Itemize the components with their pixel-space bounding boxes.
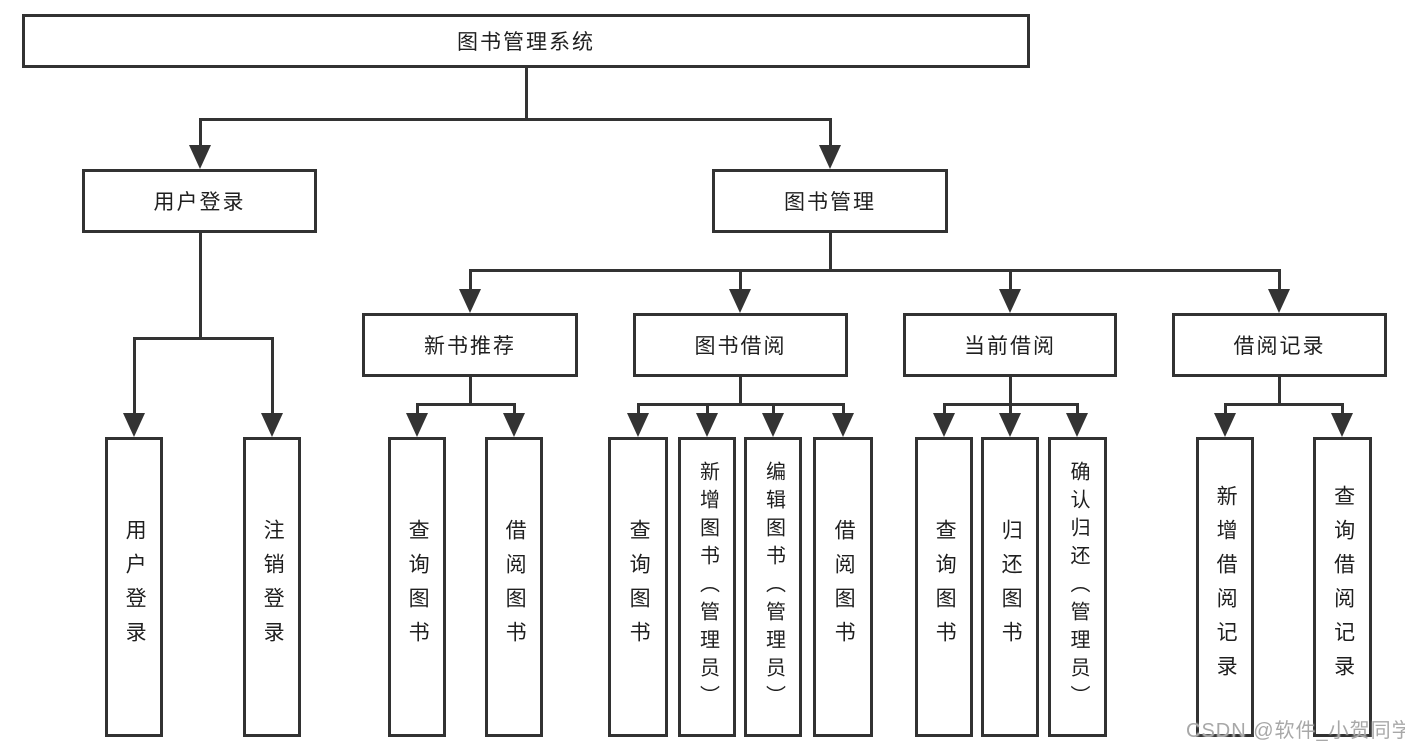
connector-line xyxy=(469,269,1281,272)
connector-line xyxy=(637,404,640,418)
arrowhead-down-icon xyxy=(123,413,145,437)
connector-line xyxy=(772,404,775,418)
arrowhead-down-icon xyxy=(503,413,525,437)
leaf-add-books-admin: 新增图书（管理员） xyxy=(678,437,736,737)
arrowhead-down-icon xyxy=(933,413,955,437)
leaf-label: 确认归还（管理员） xyxy=(1067,461,1089,713)
leaf-edit-books-admin: 编辑图书（管理员） xyxy=(744,437,802,737)
arrowhead-down-icon xyxy=(406,413,428,437)
connector-line xyxy=(1076,404,1079,418)
leaf-query-books-current: 查询图书 xyxy=(915,437,973,737)
connector-line xyxy=(739,377,742,406)
leaf-return-books: 归还图书 xyxy=(981,437,1039,737)
connector-line xyxy=(829,119,832,150)
leaf-query-books-borrowing: 查询图书 xyxy=(608,437,668,737)
leaf-query-borrow-record: 查询借阅记录 xyxy=(1313,437,1372,737)
node-label: 图书借阅 xyxy=(694,335,787,358)
connector-line xyxy=(199,119,202,150)
leaf-borrow-books-recommend: 借阅图书 xyxy=(485,437,543,737)
connector-line xyxy=(416,403,516,406)
connector-line xyxy=(1009,270,1012,294)
node-new-book-recommend: 新书推荐 xyxy=(362,313,578,377)
connector-line xyxy=(199,118,832,121)
arrowhead-down-icon xyxy=(999,413,1021,437)
node-book-management-group: 图书管理 xyxy=(712,169,948,233)
leaf-label: 查询图书 xyxy=(933,519,957,655)
connector-line xyxy=(133,337,274,340)
node-book-borrowing: 图书借阅 xyxy=(633,313,848,377)
connector-line xyxy=(199,233,202,340)
connector-line xyxy=(416,404,419,418)
leaf-label: 归还图书 xyxy=(999,519,1023,655)
csdn-watermark: CSDN @软件_小贺同学 xyxy=(1186,720,1405,742)
node-label: 借阅记录 xyxy=(1233,335,1326,358)
arrowhead-down-icon xyxy=(1268,289,1290,313)
arrowhead-down-icon xyxy=(832,413,854,437)
node-label: 新书推荐 xyxy=(424,335,516,358)
arrowhead-down-icon xyxy=(189,145,211,169)
connector-line xyxy=(469,377,472,406)
leaf-borrow-books-borrowing: 借阅图书 xyxy=(813,437,873,737)
connector-line xyxy=(1009,377,1012,406)
connector-line xyxy=(1224,403,1344,406)
connector-line xyxy=(1224,404,1227,418)
connector-line xyxy=(271,338,274,418)
leaf-label: 用户登录 xyxy=(123,519,147,655)
arrowhead-down-icon xyxy=(261,413,283,437)
connector-line xyxy=(1278,270,1281,294)
connector-line xyxy=(469,270,472,294)
leaf-user-login: 用户登录 xyxy=(105,437,163,737)
connector-line xyxy=(706,404,709,418)
leaf-label: 查询图书 xyxy=(627,519,651,655)
arrowhead-down-icon xyxy=(627,413,649,437)
arrowhead-down-icon xyxy=(762,413,784,437)
leaf-label: 新增图书（管理员） xyxy=(696,461,719,713)
connector-line xyxy=(943,404,946,418)
leaf-query-books-recommend: 查询图书 xyxy=(388,437,446,737)
node-label: 当前借阅 xyxy=(964,335,1056,358)
leaf-label: 借阅图书 xyxy=(832,519,856,655)
arrowhead-down-icon xyxy=(696,413,718,437)
connector-line xyxy=(739,270,742,294)
node-library-management-system: 图书管理系统 xyxy=(22,14,1030,68)
leaf-label: 新增借阅记录 xyxy=(1214,485,1238,689)
arrowhead-down-icon xyxy=(1331,413,1353,437)
connector-line xyxy=(1009,404,1012,418)
leaf-logout: 注销登录 xyxy=(243,437,301,737)
node-current-borrowing: 当前借阅 xyxy=(903,313,1117,377)
connector-line xyxy=(943,403,1079,406)
connector-line xyxy=(513,404,516,418)
leaf-confirm-return-admin: 确认归还（管理员） xyxy=(1048,437,1107,737)
node-borrowing-records: 借阅记录 xyxy=(1172,313,1387,377)
arrowhead-down-icon xyxy=(1066,413,1088,437)
connector-line xyxy=(637,403,845,406)
connector-line xyxy=(525,68,528,119)
leaf-label: 借阅图书 xyxy=(503,519,527,655)
arrowhead-down-icon xyxy=(819,145,841,169)
arrowhead-down-icon xyxy=(729,289,751,313)
node-user-login-group: 用户登录 xyxy=(82,169,317,233)
node-label: 图书管理 xyxy=(784,191,876,214)
connector-line xyxy=(1341,404,1344,418)
node-label: 用户登录 xyxy=(153,191,246,214)
leaf-add-borrow-record: 新增借阅记录 xyxy=(1196,437,1254,737)
arrowhead-down-icon xyxy=(459,289,481,313)
leaf-label: 注销登录 xyxy=(261,519,285,655)
node-label: 图书管理系统 xyxy=(457,31,595,54)
arrowhead-down-icon xyxy=(1214,413,1236,437)
leaf-label: 查询图书 xyxy=(406,519,430,655)
connector-line xyxy=(829,233,832,272)
connector-line xyxy=(133,338,136,418)
connector-line xyxy=(1278,377,1281,406)
leaf-label: 编辑图书（管理员） xyxy=(762,461,785,713)
leaf-label: 查询借阅记录 xyxy=(1331,485,1355,689)
arrowhead-down-icon xyxy=(999,289,1021,313)
connector-line xyxy=(842,404,845,418)
